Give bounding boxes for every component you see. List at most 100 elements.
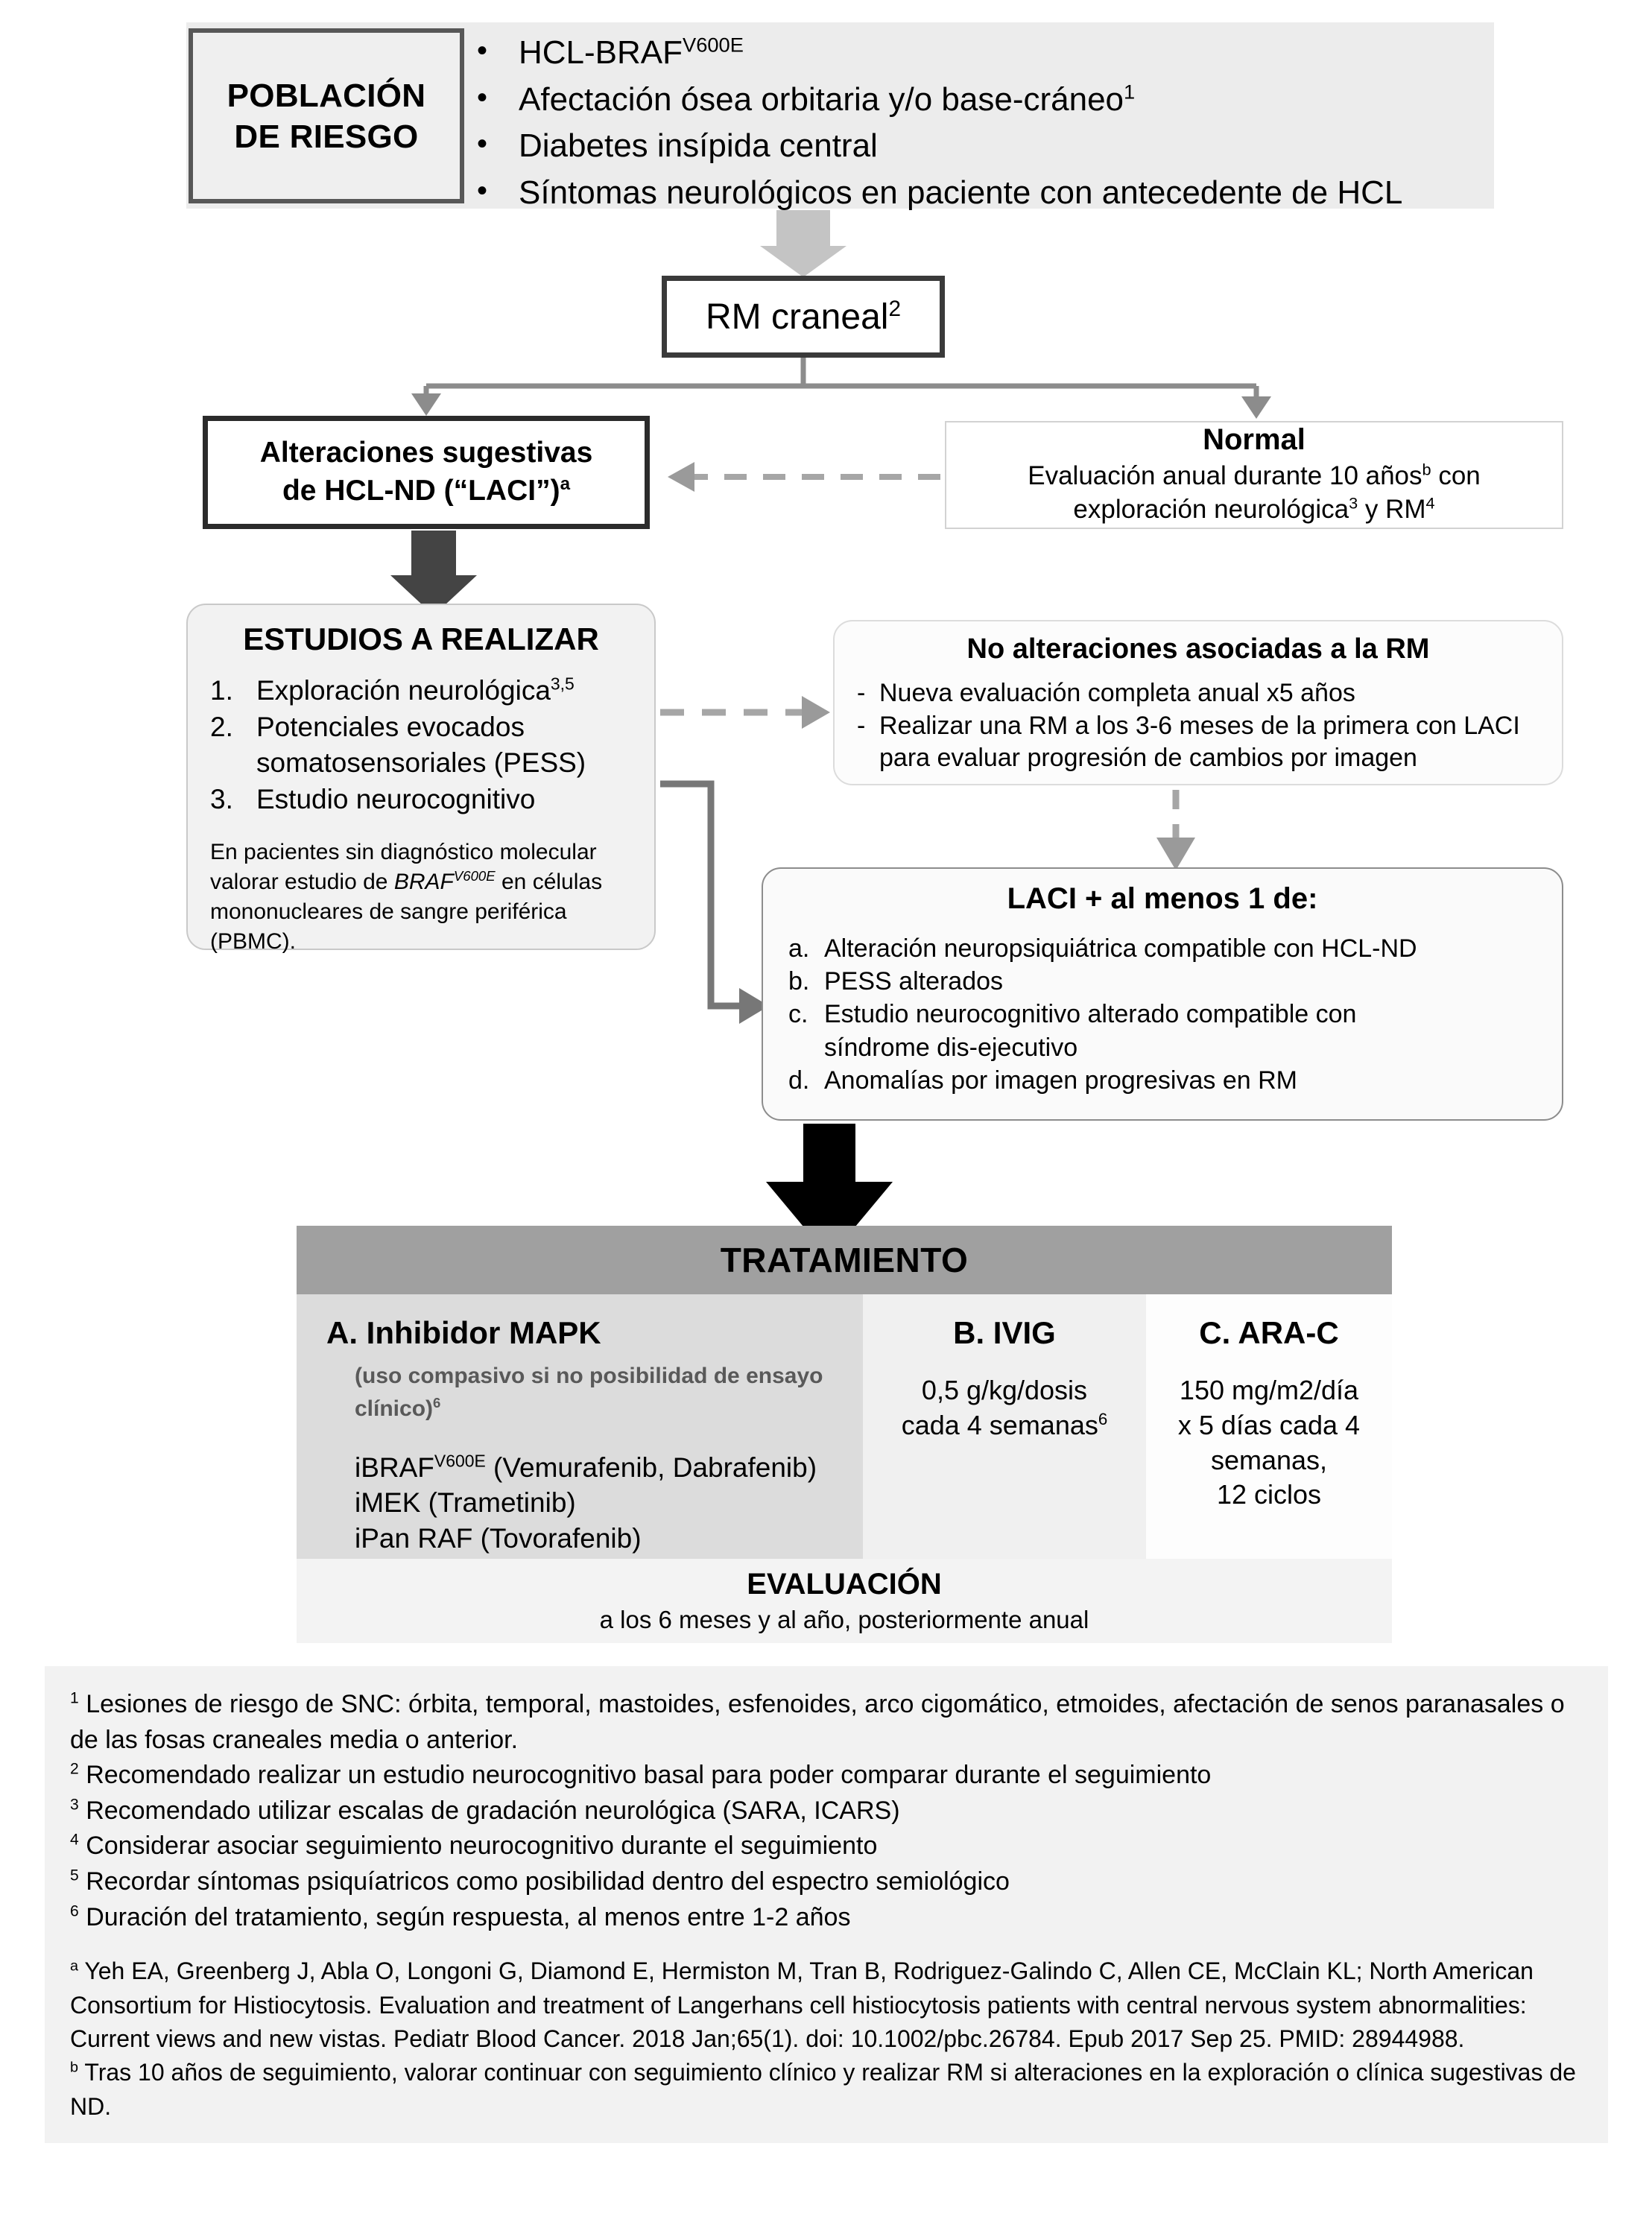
footnote-marker: a: [70, 1957, 79, 1975]
list-item: 3. Estudio neurocognitivo: [210, 782, 632, 817]
list-item: c. Estudio neurocognitivo alterado compa…: [788, 998, 1537, 1031]
connector-estudios-to-laci: [660, 780, 745, 1010]
normal-node: Normal Evaluación anual durante 10 añosb…: [945, 421, 1563, 529]
footnote-text: Recordar síntomas psiquíatricos como pos…: [86, 1867, 1010, 1896]
population-item-text: Síntomas neurológicos en paciente con an…: [519, 174, 1403, 211]
dash-marker: -: [857, 679, 866, 707]
alteraciones-line1: Alteraciones sugestivas: [259, 437, 593, 469]
list-item: d. Anomalías por imagen progresivas en R…: [788, 1064, 1537, 1097]
evaluacion-band: EVALUACIÓN a los 6 meses y al año, poste…: [297, 1559, 1392, 1643]
footnote-text: Tras 10 años de seguimiento, valorar con…: [70, 2059, 1576, 2120]
superscript: b: [1422, 460, 1431, 479]
estudios-a-realizar-node: ESTUDIOS A REALIZAR 1. Exploración neuro…: [186, 604, 656, 954]
arrow-population-to-rm: [760, 210, 846, 277]
laci-title: LACI + al menos 1 de:: [1007, 882, 1318, 915]
no-alteraciones-title: No alteraciones asociadas a la RM: [966, 633, 1430, 665]
option-c-line4: 12 ciclos: [1216, 1479, 1322, 1510]
footnote-marker: 5: [70, 1867, 79, 1884]
footnote-item: 4 Considerar asociar seguimiento neuroco…: [70, 1829, 1583, 1864]
list-item: b. PESS alterados: [788, 965, 1537, 998]
footnote-item: 3 Recomendado utilizar escalas de gradac…: [70, 1794, 1583, 1829]
population-risk-label: POBLACIÓN DE RIESGO: [189, 28, 464, 203]
arrowhead-to-alteraciones: [411, 393, 441, 416]
population-risk-text: POBLACIÓN DE RIESGO: [227, 75, 426, 157]
option-c-line1: 150 mg/m2/día: [1179, 1375, 1359, 1405]
list-item: 1. Exploración neurológica3,5: [210, 674, 632, 709]
footnote-marker: 1: [70, 1689, 79, 1707]
footnote-marker: b: [70, 2059, 79, 2076]
population-label-line2: DE RIESGO: [234, 118, 419, 155]
item-text: Alteración neuropsiquiátrica compatible …: [824, 934, 1417, 963]
superscript: 3,5: [550, 674, 575, 694]
tratamiento-header-label: TRATAMIENTO: [720, 1241, 969, 1279]
footnote-marker: 2: [70, 1760, 79, 1778]
item-letter: b.: [788, 967, 810, 996]
estudios-note: En pacientes sin diagnóstico molecular v…: [210, 840, 603, 955]
evaluacion-subtitle: a los 6 meses y al año, posteriormente a…: [599, 1606, 1089, 1633]
superscript: 1: [1124, 79, 1136, 103]
option-a-title: A. Inhibidor MAPK: [326, 1315, 601, 1350]
alteraciones-sugestivas-node: Alteraciones sugestivas de HCL-ND (“LACI…: [203, 416, 650, 529]
alteraciones-line2: de HCL-ND (“LACI”): [282, 475, 560, 507]
item-text: Realizar una RM a los 3-6 meses de la pr…: [879, 711, 1520, 773]
footnote-item: 1 Lesiones de riesgo de SNC: órbita, tem…: [70, 1687, 1583, 1758]
superscript: 4: [1425, 493, 1435, 513]
footnotes-panel: 1 Lesiones de riesgo de SNC: órbita, tem…: [45, 1666, 1608, 2143]
bullet-icon: •: [477, 34, 488, 67]
option-a-drugs: iBRAFV600E (Vemurafenib, Dabrafenib) iME…: [355, 1451, 817, 1554]
option-c-line3: semanas,: [1210, 1444, 1328, 1475]
rm-craneal-node: RM craneal2: [662, 276, 945, 358]
normal-title: Normal: [1203, 423, 1306, 457]
superscript: V600E: [683, 33, 744, 57]
footnote-text: Lesiones de riesgo de SNC: órbita, tempo…: [70, 1690, 1565, 1754]
normal-detail: Evaluación anual durante 10 añosb con ex…: [1028, 460, 1481, 524]
footnote-marker: 3: [70, 1796, 79, 1814]
footnote-marker: 6: [70, 1902, 79, 1920]
option-a-drug3: iPan RAF (Tovorafenib): [355, 1522, 642, 1554]
evaluacion-title: EVALUACIÓN: [747, 1568, 942, 1601]
item-text: PESS alterados: [824, 967, 1004, 996]
item-text: Nueva evaluación completa anual x5 años: [879, 679, 1355, 707]
footnote-text: Considerar asociar seguimiento neurocogn…: [86, 1832, 878, 1861]
option-c-dose: 150 mg/m2/día x 5 días cada 4 semanas, 1…: [1156, 1373, 1382, 1513]
list-item: - Realizar una RM a los 3-6 meses de la …: [857, 710, 1539, 775]
population-label-line1: POBLACIÓN: [227, 77, 426, 114]
laci-criteria-node: LACI + al menos 1 de: a. Alteración neur…: [762, 867, 1563, 1121]
footnote-spacer: [70, 1935, 1583, 1954]
option-c-line2: x 5 días cada 4: [1177, 1409, 1361, 1440]
item-text-continuation: síndrome dis-ejecutivo: [824, 1033, 1078, 1062]
gene-name: BRAFV600E: [393, 868, 496, 895]
arrow-alteraciones-to-estudios: [390, 531, 477, 615]
item-text: Estudio neurocognitivo alterado compatib…: [824, 1000, 1357, 1029]
population-item-text: Afectación ósea orbitaria y/o base-cráne…: [519, 79, 1136, 118]
item-text: Exploración neurológica3,5: [256, 674, 575, 706]
tratamiento-option-b: B. IVIG 0,5 g/kg/dosis cada 4 semanas6: [863, 1294, 1146, 1559]
tratamiento-columns: A. Inhibidor MAPK (uso compasivo si no p…: [297, 1294, 1392, 1559]
footnote-text: Yeh EA, Greenberg J, Abla O, Longoni G, …: [70, 1957, 1534, 2053]
estudios-title: ESTUDIOS A REALIZAR: [243, 621, 599, 656]
footnote-marker: 4: [70, 1832, 79, 1849]
superscript: 2: [888, 296, 901, 321]
dash-marker: -: [857, 711, 866, 740]
tratamiento-header: TRATAMIENTO: [297, 1226, 1392, 1294]
footnote-reference: a Yeh EA, Greenberg J, Abla O, Longoni G…: [70, 1954, 1583, 2056]
footnote-item: 6 Duración del tratamiento, según respue…: [70, 1900, 1583, 1936]
list-item: • Diabetes insípida central: [477, 124, 1490, 168]
list-item-continuation: somatosensoriales (PESS): [210, 746, 632, 781]
list-item: • HCL-BRAFV600E: [477, 31, 1490, 75]
item-number: 3.: [210, 783, 233, 814]
population-item-text: Diabetes insípida central: [519, 127, 878, 165]
superscript: 3: [1349, 493, 1358, 513]
item-letter: d.: [788, 1066, 810, 1095]
population-risk-list: • HCL-BRAFV600E • Afectación ósea orbita…: [477, 31, 1490, 211]
footnote-reference: b Tras 10 años de seguimiento, valorar c…: [70, 2056, 1583, 2124]
bullet-icon: •: [477, 80, 488, 114]
tratamiento-option-c: C. ARA-C 150 mg/m2/día x 5 días cada 4 s…: [1146, 1294, 1392, 1559]
option-c-title: C. ARA-C: [1199, 1315, 1339, 1350]
footnote-item: 2 Recomendado realizar un estudio neuroc…: [70, 1758, 1583, 1794]
connector-noalteraciones-to-laci: [1156, 790, 1195, 870]
item-number: 1.: [210, 675, 233, 706]
footnote-item: 5 Recordar síntomas psiquíatricos como p…: [70, 1864, 1583, 1900]
arrowhead-to-normal: [1241, 396, 1271, 419]
rm-craneal-label: RM craneal2: [706, 296, 901, 337]
